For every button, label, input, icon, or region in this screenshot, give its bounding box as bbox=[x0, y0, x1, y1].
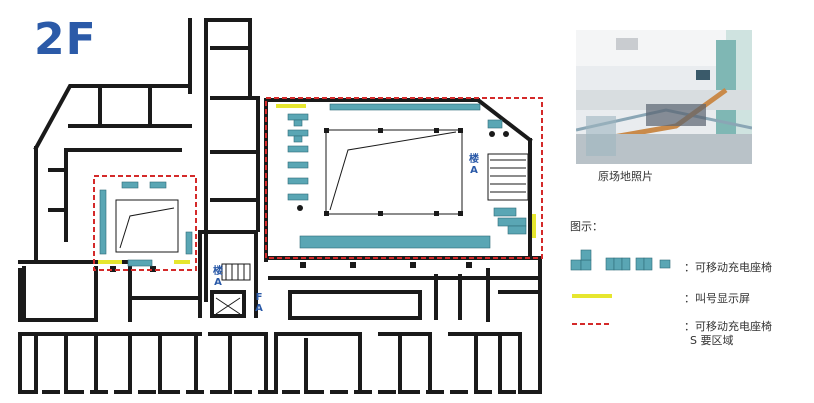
legend-zone-label: ：可移动充电座椅 S 要区域 bbox=[684, 320, 772, 347]
walls bbox=[18, 18, 542, 394]
floor-title: 2F bbox=[34, 14, 97, 65]
door-dots bbox=[297, 131, 509, 211]
legend-title: 图示： bbox=[570, 220, 603, 233]
site-photo bbox=[576, 30, 752, 164]
legend-seat-swatches bbox=[570, 249, 671, 271]
call-screens bbox=[98, 104, 536, 264]
legend-seat-label: ：可移动充电座椅 bbox=[684, 261, 772, 274]
seats bbox=[99, 103, 527, 267]
atrium-voids bbox=[115, 129, 463, 253]
key-zones bbox=[93, 97, 543, 271]
photo-caption: 原场地照片 bbox=[598, 170, 653, 183]
legend-screen-label: ：叫号显示屏 bbox=[684, 292, 750, 305]
stairs bbox=[215, 153, 529, 315]
